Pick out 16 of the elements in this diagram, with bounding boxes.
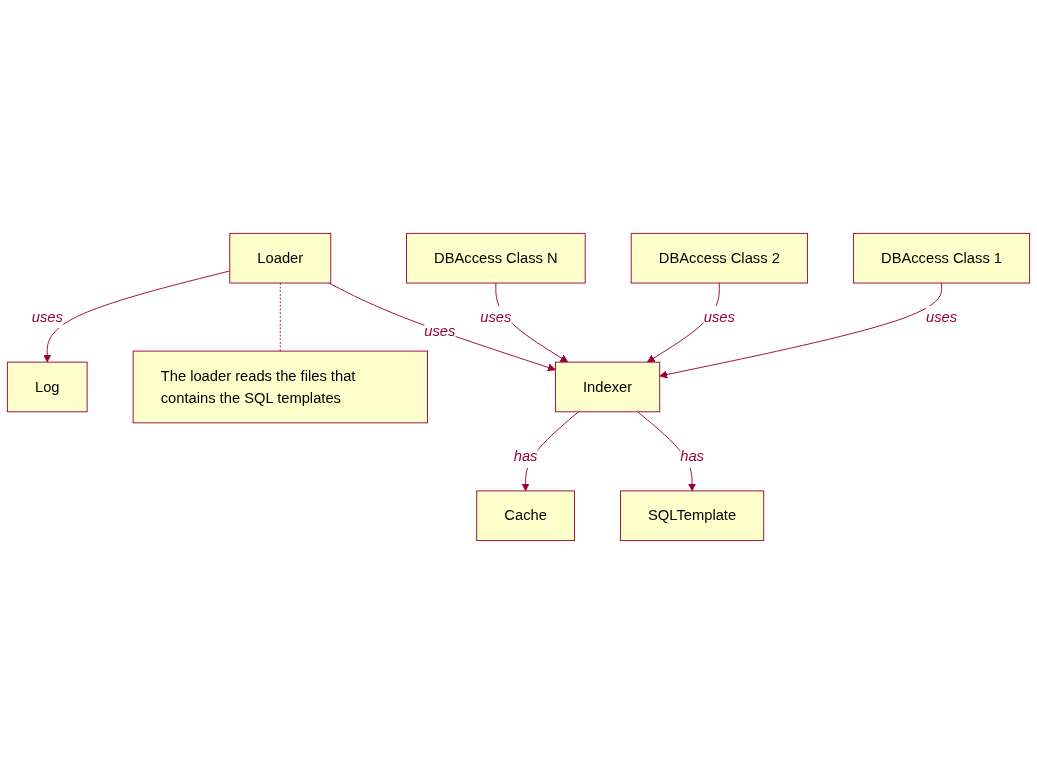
edge-label: uses bbox=[480, 308, 512, 325]
edge-label: uses bbox=[424, 323, 456, 340]
node-box: The loader reads the files that contains the SQL templates bbox=[132, 350, 428, 424]
node-box: SQLTemplate bbox=[620, 490, 765, 542]
node-box: Indexer bbox=[554, 361, 661, 413]
node-box: DBAccess Class 2 bbox=[630, 232, 808, 284]
node-box: Log bbox=[6, 361, 88, 413]
edge-label: uses bbox=[31, 308, 63, 325]
node-box: Loader bbox=[229, 232, 332, 284]
node-box: DBAccess Class 1 bbox=[852, 232, 1031, 284]
edge-label: uses bbox=[703, 308, 735, 325]
edge-label: has bbox=[680, 448, 704, 465]
edge-label: has bbox=[513, 448, 538, 465]
node-box: Cache bbox=[476, 490, 575, 542]
edge-label: uses bbox=[925, 308, 958, 325]
node-box: DBAccess Class N bbox=[406, 232, 586, 284]
